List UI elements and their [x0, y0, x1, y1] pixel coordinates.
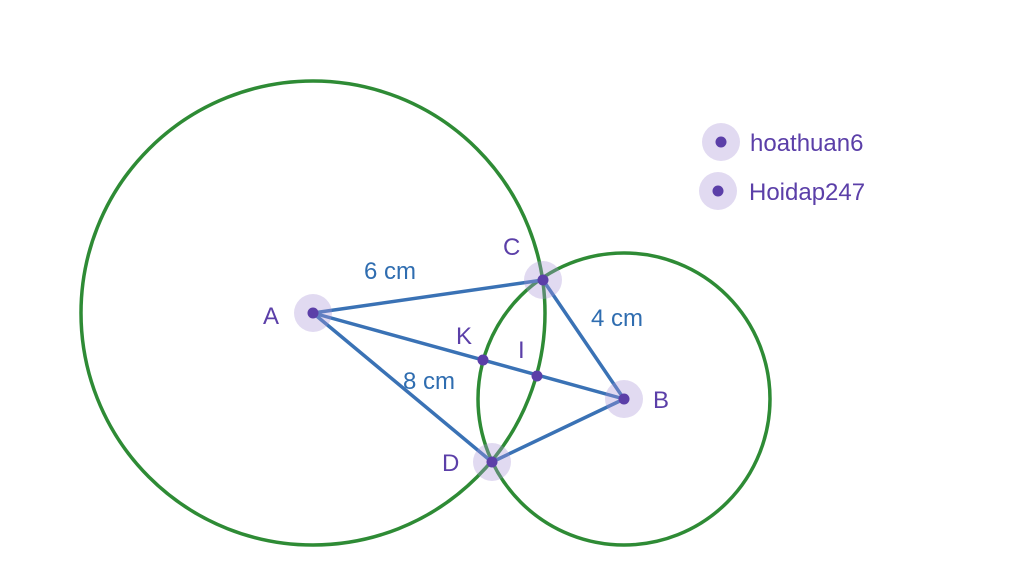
segment-ab: [311, 311, 626, 401]
label-d: D: [442, 450, 459, 477]
label-a: A: [263, 303, 279, 330]
circle-center-a: [79, 79, 547, 547]
label-k: K: [456, 323, 472, 350]
legend-item-hoidap247: Hoidap247: [749, 179, 865, 206]
segment-ad: [311, 311, 494, 464]
legend: hoathuan6 Hoidap247: [699, 123, 865, 210]
point-a[interactable]: [307, 307, 319, 319]
length-cb: 4 cm: [591, 305, 643, 332]
segment-cb: [541, 278, 626, 401]
point-b[interactable]: [618, 393, 630, 405]
legend-marker-1: [715, 136, 727, 148]
point-k[interactable]: [477, 354, 489, 366]
length-ac: 6 cm: [364, 258, 416, 285]
length-ad: 8 cm: [403, 368, 455, 395]
label-b: B: [653, 387, 669, 414]
legend-marker-2: [712, 185, 724, 197]
segment-db: [490, 397, 626, 464]
label-i: I: [518, 337, 525, 364]
segment-ac: [311, 278, 545, 315]
point-c[interactable]: [537, 274, 549, 286]
point-d[interactable]: [486, 456, 498, 468]
legend-item-hoathuan6: hoathuan6: [750, 130, 863, 157]
label-c: C: [503, 234, 520, 261]
point-i[interactable]: [531, 370, 543, 382]
circle-center-b: [476, 251, 772, 547]
